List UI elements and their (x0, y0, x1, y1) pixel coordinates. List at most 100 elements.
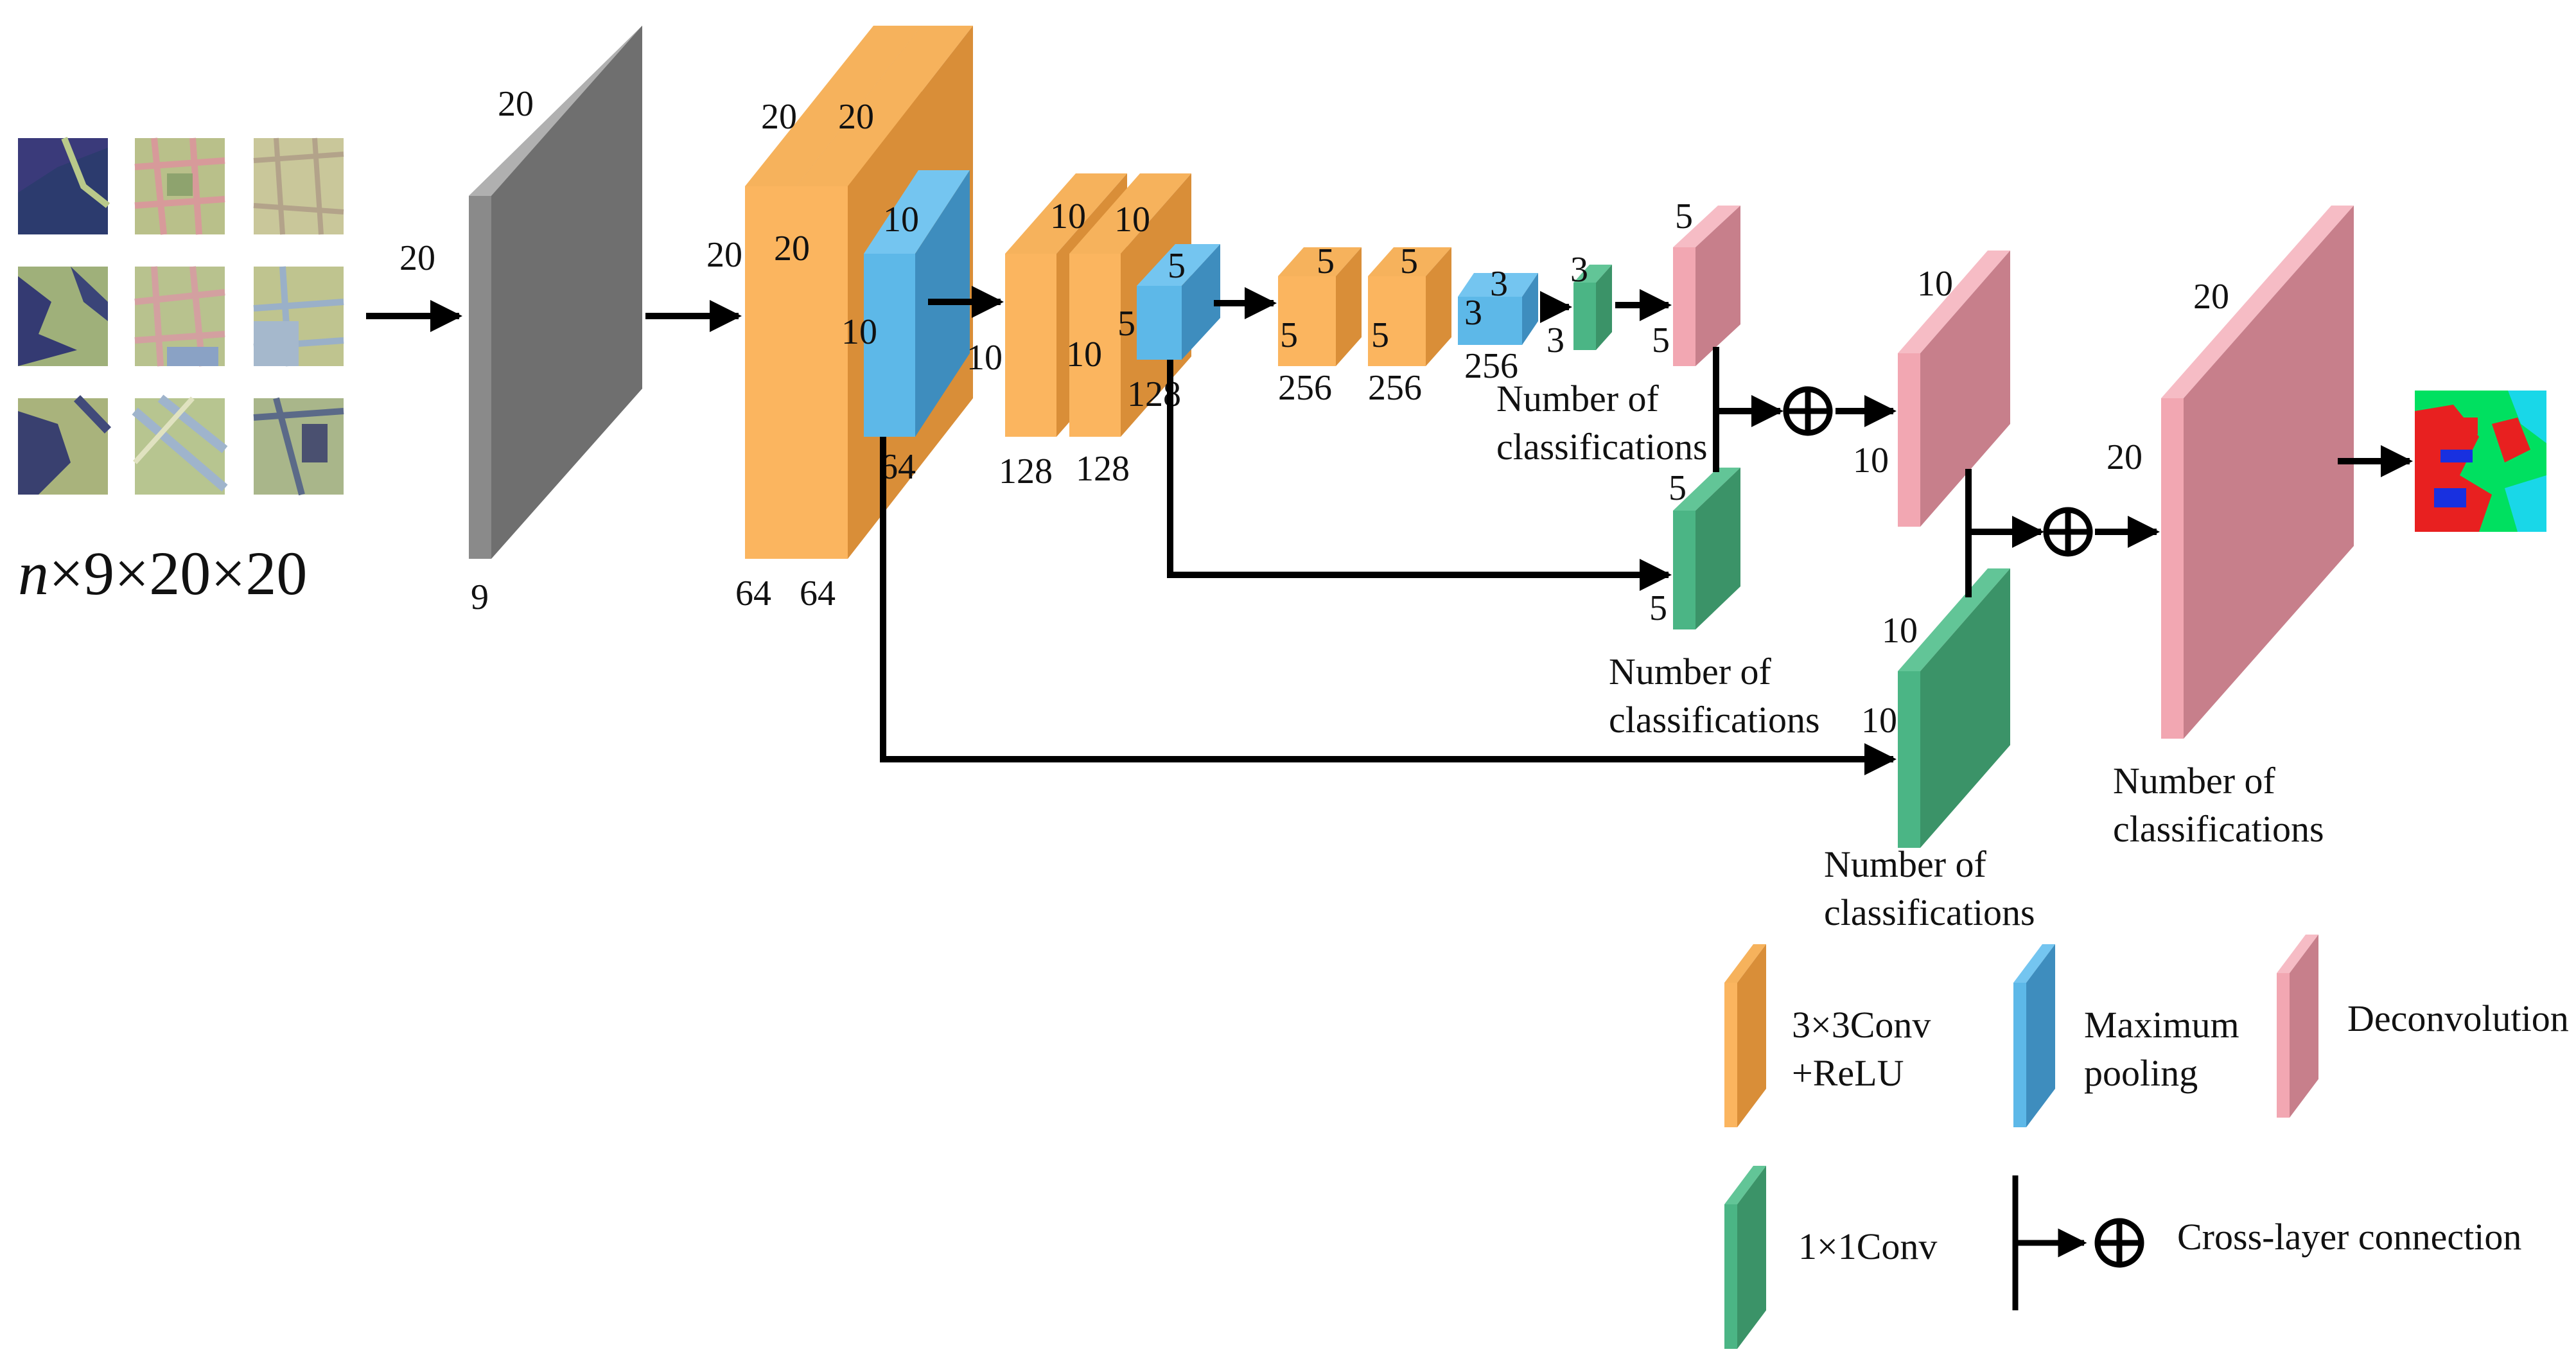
pool2-block (1137, 244, 1220, 360)
score3-caption-line2: classifications (1824, 892, 2035, 933)
conv3a-top (1278, 247, 1362, 276)
pool1-top-dim: 10 (883, 200, 919, 240)
conv1a-top (745, 26, 922, 186)
legend-conv-line1: 3×3Conv (1792, 1004, 1931, 1046)
deconv1-top-dim: 5 (1675, 197, 1693, 236)
conv2a-depth-dim: 128 (999, 452, 1053, 491)
conv3a-depth-dim: 256 (1278, 368, 1332, 408)
conv1a-front (745, 186, 796, 559)
legend-1x1-swatch (1724, 1166, 1766, 1349)
conv3b-top (1368, 247, 1451, 276)
pool1-front (864, 254, 915, 437)
pool3-front (1458, 297, 1522, 345)
pool2-front (1137, 286, 1182, 360)
conv1b-side-dim: 20 (774, 229, 810, 268)
legend-pool-line1: Maximum (2084, 1004, 2239, 1046)
conv1b-depth-dim: 64 (800, 574, 836, 613)
connections (366, 286, 2413, 775)
conv3a-side (1336, 247, 1362, 366)
input-tile (134, 137, 225, 235)
conv1b-front (796, 186, 848, 559)
score2-side-dim: 5 (1649, 588, 1667, 628)
deconv2-top-dim: 10 (1917, 264, 1953, 304)
legend-pool-line2: pooling (2084, 1052, 2198, 1094)
legend-pool-swatch (2013, 944, 2055, 1127)
pool1-side-dim: 10 (841, 312, 877, 352)
score2-caption-line1: Number of (1609, 651, 1772, 692)
score3-caption-line1: Number of (1824, 843, 1987, 885)
conv2a-top (1005, 173, 1127, 254)
conv2b-top-dim: 10 (1114, 200, 1150, 240)
pool3-top-dim: 3 (1490, 264, 1508, 304)
conv2b-top (1069, 173, 1191, 254)
conv3a-top-dim: 5 (1317, 242, 1335, 281)
deconv3-block (2161, 206, 2354, 739)
deconv1-front (1673, 247, 1695, 366)
score3-top-dim: 10 (1882, 611, 1918, 651)
conv1b-top (796, 26, 973, 186)
score1-top-dim: 3 (1570, 250, 1588, 290)
pool2-top (1137, 244, 1220, 286)
score1-caption-line1: Number of (1496, 378, 1660, 419)
input-layer-side-dim: 20 (399, 238, 435, 278)
input-layer-depth-dim: 9 (471, 577, 489, 617)
legend: 3×3Conv +ReLU Maximum pooling Deconvolut… (1724, 935, 2569, 1349)
input-tile (18, 395, 112, 495)
score2-block (1673, 468, 1740, 629)
input-layer-face (469, 196, 491, 559)
pool2-side (1182, 244, 1220, 360)
conv2b-side-dim: 10 (1066, 335, 1102, 374)
conv3b-side-dim: 5 (1371, 315, 1389, 355)
legend-cross-layer-icon (2012, 1175, 2144, 1310)
conv2a-side-dim: 10 (967, 338, 1003, 378)
legend-conv-line2: +ReLU (1792, 1052, 1904, 1094)
score3-side-dim: 10 (1861, 701, 1897, 741)
input-layer-block (469, 26, 642, 559)
conv3a-block (1278, 247, 1362, 366)
conv3a-front (1278, 276, 1336, 366)
sum-icon (1783, 386, 1833, 436)
deconv2-front (1898, 353, 1920, 527)
input-image-grid (18, 137, 344, 496)
deconv1-block (1673, 206, 1740, 366)
input-tile (253, 397, 344, 496)
legend-1x1-label: 1×1Conv (1798, 1226, 1937, 1267)
pool2-top-dim: 5 (1168, 246, 1186, 286)
input-tile (132, 394, 228, 495)
input-tile (253, 137, 344, 235)
conv2b-depth-dim: 128 (1076, 449, 1130, 489)
skip-pool1-to-score3 (880, 437, 1897, 775)
input-tile (18, 137, 110, 234)
conv3b-depth-dim: 256 (1368, 368, 1422, 408)
score1-front (1573, 283, 1596, 350)
deconv3-caption-line2: classifications (2113, 808, 2324, 850)
conv1b-top-dim: 20 (838, 97, 874, 137)
conv3b-top-dim: 5 (1400, 242, 1418, 281)
input-tile (134, 266, 225, 367)
deconv2-block (1898, 251, 2010, 527)
classification-map-icon (2415, 391, 2546, 532)
score1-side-dim: 3 (1546, 321, 1564, 360)
pool1-top (864, 170, 970, 254)
score1-caption-line2: classifications (1496, 426, 1708, 468)
pool2-side-dim: 5 (1117, 304, 1135, 344)
conv3a-side-dim: 5 (1280, 315, 1298, 355)
conv3b-block (1368, 247, 1451, 366)
pool3-side (1522, 273, 1538, 345)
conv2a-top-dim: 10 (1050, 197, 1086, 236)
legend-cross-layer-label: Cross-layer connection (2177, 1216, 2521, 1258)
score2-front (1673, 511, 1695, 629)
deconv3-side-dim: 20 (2107, 437, 2142, 477)
deconv2-side-dim: 10 (1853, 441, 1889, 480)
input-size-formula: n×9×20×20 (18, 539, 307, 608)
score1-block (1573, 265, 1612, 350)
conv2b-front (1069, 254, 1121, 437)
score2-top-dim: 5 (1669, 468, 1687, 508)
score3-front (1898, 671, 1920, 848)
conv1a-depth-dim: 64 (735, 574, 771, 613)
conv3b-side (1426, 247, 1451, 366)
conv1a-side-dim: 20 (706, 235, 742, 275)
pool3-side-dim: 3 (1464, 293, 1482, 333)
input-tile (18, 267, 108, 366)
